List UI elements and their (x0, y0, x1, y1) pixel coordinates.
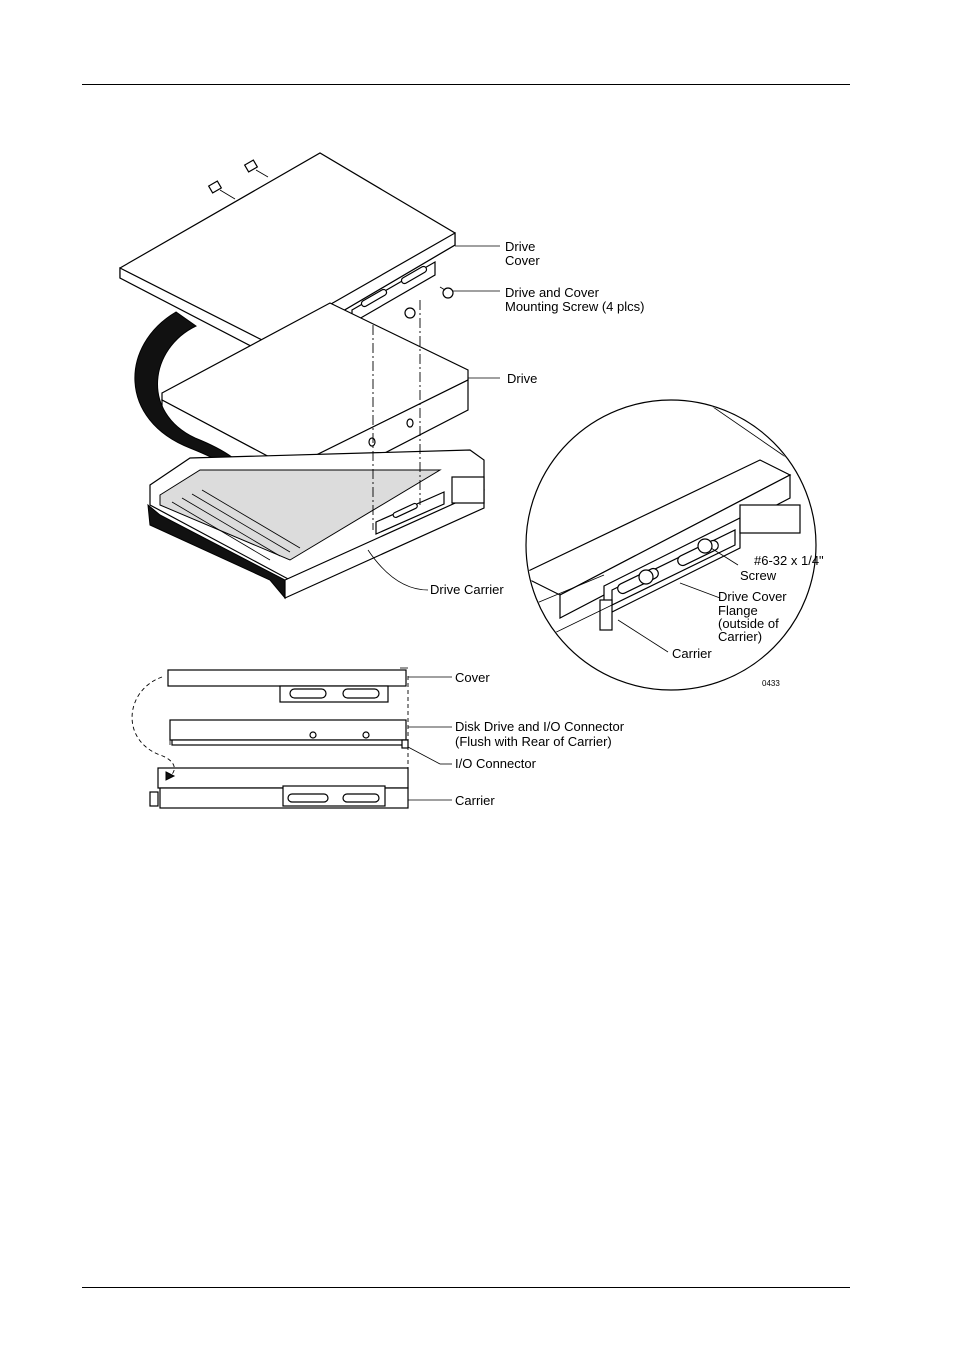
mounting-screw-label-2: Mounting Screw (4 plcs) (505, 299, 644, 314)
screw-icon (405, 287, 453, 318)
drive-carrier-label: Drive Carrier (430, 582, 504, 597)
disk-drive-label-1: Disk Drive and I/O Connector (455, 719, 625, 734)
drive-cover-label-1: Drive (505, 239, 535, 254)
drive-label: Drive (507, 371, 537, 386)
side-cover-label: Cover (455, 670, 490, 685)
detail-view: #6-32 x 1/4" Screw Drive Cover Flange (o… (520, 398, 824, 690)
disk-drive-label-2: (Flush with Rear of Carrier) (455, 734, 612, 749)
flange-label-1: Drive Cover (718, 589, 787, 604)
detail-carrier-label: Carrier (672, 646, 712, 661)
figure-id: 0433 (762, 679, 780, 688)
io-connector-label: I/O Connector (455, 756, 537, 771)
drive-carrier-illustration (148, 450, 484, 598)
side-carrier-label: Carrier (455, 793, 495, 808)
drive-cover-label-2: Cover (505, 253, 540, 268)
mounting-screw-label-1: Drive and Cover (505, 285, 600, 300)
screw-label-1: #6-32 x 1/4" (754, 553, 824, 568)
side-view: Cover Disk Drive and I/O Connector (Flus… (132, 668, 625, 808)
flange-label-4: Carrier) (718, 629, 762, 644)
screw-label-2: Screw (740, 568, 777, 583)
